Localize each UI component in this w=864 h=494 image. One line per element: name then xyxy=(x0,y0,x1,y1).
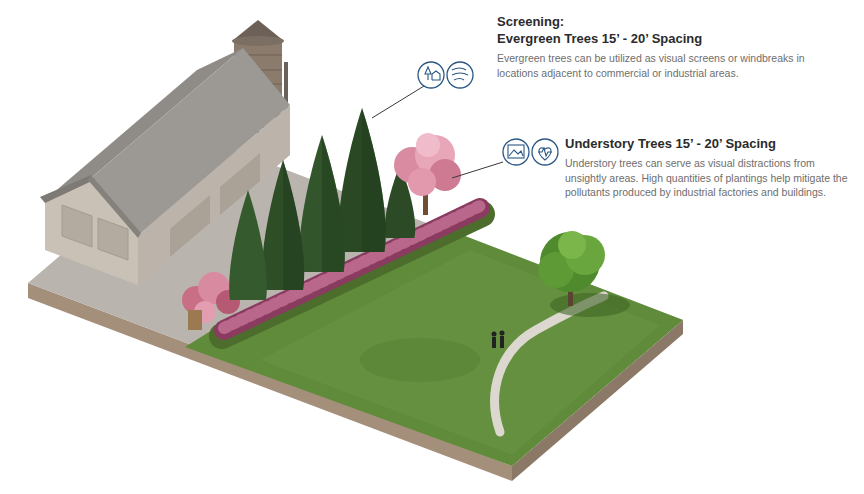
leader-line xyxy=(372,86,424,118)
callout-heading: Screening: xyxy=(497,14,564,31)
shade-tree xyxy=(538,231,630,317)
callout-body: Understory trees can serve as visual dis… xyxy=(565,156,858,200)
callout-body: Evergreen trees can be utilized as visua… xyxy=(497,51,842,80)
people xyxy=(492,331,505,349)
leader-line xyxy=(452,162,503,178)
understory-tree xyxy=(394,133,461,215)
callout-heading: Understory Trees 15’ - 20’ Spacing xyxy=(565,136,776,153)
icon-glyphs xyxy=(425,67,552,160)
evergreen-trees xyxy=(229,108,415,300)
callout-heading: Evergreen Trees 15’ - 20’ Spacing xyxy=(497,31,702,48)
